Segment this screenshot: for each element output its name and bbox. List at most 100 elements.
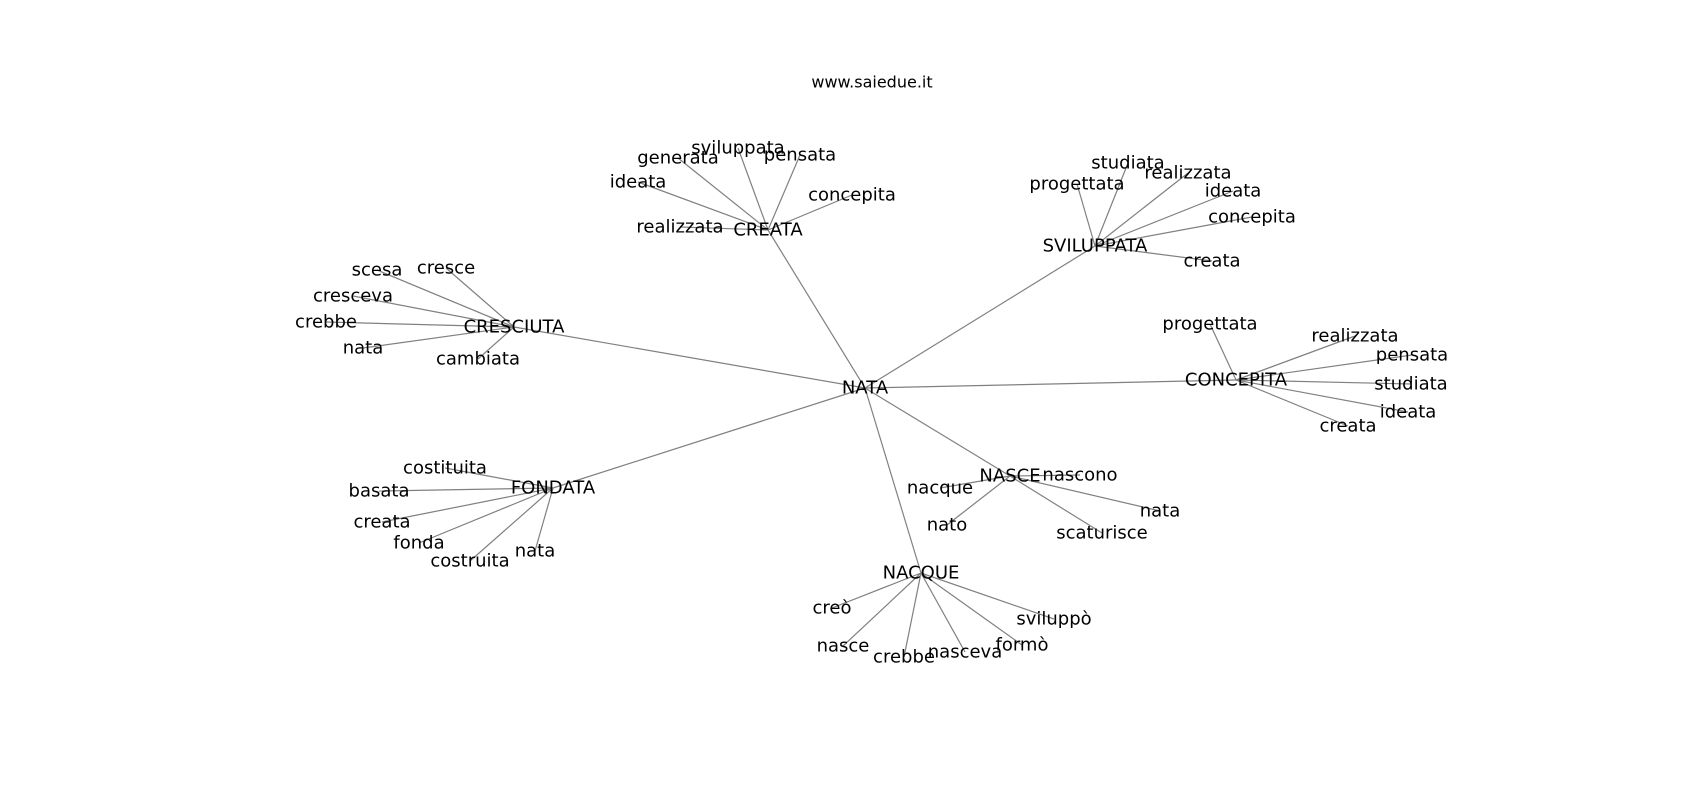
leaf-node: scaturisce bbox=[1056, 523, 1148, 544]
edge-concepita-3 bbox=[1235, 379, 1412, 385]
edge-nacque-5 bbox=[920, 572, 966, 653]
leaf-node: realizzata bbox=[1311, 326, 1398, 347]
leaf-node: concepita bbox=[1208, 207, 1296, 228]
leaf-node: creata bbox=[353, 512, 410, 533]
edge-fondata-5 bbox=[534, 487, 554, 552]
edge-nasce-0 bbox=[939, 475, 1011, 489]
edge-cresciuta-3 bbox=[325, 321, 515, 328]
hub-node-concepita: CONCEPITA bbox=[1185, 370, 1288, 391]
hub-node-fondata: FONDATA bbox=[511, 478, 596, 499]
leaf-node: pensata bbox=[764, 145, 836, 166]
edge-fondata-2 bbox=[381, 487, 554, 523]
leaf-node: concepita bbox=[808, 185, 896, 206]
edge-sviluppata-4 bbox=[1094, 216, 1253, 247]
leaf-node: nasceva bbox=[928, 642, 1002, 663]
edge-creata-1 bbox=[737, 147, 769, 231]
leaf-node: basata bbox=[349, 481, 410, 502]
edge-cresciuta-0 bbox=[376, 269, 515, 328]
graph-edges bbox=[325, 147, 1413, 658]
center-node: NATA bbox=[842, 378, 889, 399]
leaf-node: cambiata bbox=[436, 349, 520, 370]
leaf-node: nato bbox=[927, 515, 968, 536]
edge-creata-4 bbox=[767, 194, 853, 231]
leaf-node: nasce bbox=[817, 636, 870, 657]
leaf-node: realizzata bbox=[1144, 163, 1231, 184]
leaf-node: crebbe bbox=[873, 647, 935, 668]
leaf-node: nata bbox=[515, 541, 556, 562]
leaf-node: ideata bbox=[1205, 181, 1262, 202]
edge-nacque-0 bbox=[831, 572, 922, 609]
edge-center-sviluppata bbox=[864, 245, 1096, 389]
leaf-node: cresce bbox=[417, 258, 475, 279]
edge-concepita-1 bbox=[1235, 335, 1356, 381]
leaf-node: formò bbox=[996, 635, 1049, 656]
edge-sviluppata-0 bbox=[1094, 162, 1129, 247]
leaf-node: sviluppò bbox=[1016, 609, 1091, 630]
edge-fondata-4 bbox=[469, 487, 554, 562]
edge-nacque-4 bbox=[903, 572, 922, 658]
leaf-node: studiata bbox=[1091, 153, 1164, 174]
leaf-node: scesa bbox=[352, 260, 403, 281]
hub-node-nasce: NASCE bbox=[979, 466, 1040, 487]
edge-concepita-2 bbox=[1235, 354, 1413, 381]
leaf-node: sviluppata bbox=[691, 138, 784, 159]
leaf-node: nata bbox=[1140, 501, 1181, 522]
edge-nacque-3 bbox=[920, 572, 1023, 646]
edge-center-nasce bbox=[864, 387, 1011, 477]
edge-concepita-4 bbox=[1235, 379, 1409, 413]
leaf-node: generata bbox=[637, 148, 719, 169]
leaf-node: nacque bbox=[907, 478, 973, 499]
edge-concepita-0 bbox=[1209, 323, 1237, 381]
edge-fondata-3 bbox=[418, 487, 554, 544]
leaf-node: ideata bbox=[1380, 402, 1437, 423]
edge-creata-5 bbox=[679, 226, 769, 231]
edge-center-fondata bbox=[552, 387, 866, 489]
hub-node-nacque: NACQUE bbox=[883, 563, 960, 584]
edge-sviluppata-2 bbox=[1094, 172, 1189, 247]
edge-nasce-1 bbox=[1009, 474, 1081, 477]
leaf-node: studiata bbox=[1374, 374, 1447, 395]
edge-fondata-0 bbox=[444, 467, 554, 489]
edge-center-nacque bbox=[864, 387, 922, 574]
edge-cresciuta-1 bbox=[445, 267, 515, 328]
leaf-node: cresceva bbox=[313, 286, 393, 307]
leaf-node: creata bbox=[1319, 416, 1376, 437]
edge-cresciuta-2 bbox=[352, 295, 515, 328]
hub-node-cresciuta: CRESCIUTA bbox=[464, 317, 566, 338]
leaf-node: creata bbox=[1183, 251, 1240, 272]
hub-node-creata: CREATA bbox=[733, 220, 803, 241]
edge-creata-2 bbox=[767, 154, 801, 231]
site-title: www.saiedue.it bbox=[811, 73, 932, 92]
leaf-node: nata bbox=[343, 338, 384, 359]
leaf-node: nascono bbox=[1042, 465, 1117, 486]
leaf-node: costituita bbox=[403, 458, 487, 479]
leaf-node: pensata bbox=[1376, 345, 1448, 366]
edge-center-concepita bbox=[864, 379, 1237, 389]
edge-creata-0 bbox=[677, 157, 769, 231]
edge-cresciuta-5 bbox=[477, 326, 515, 360]
edge-nacque-2 bbox=[842, 572, 922, 647]
edge-nasce-3 bbox=[946, 475, 1011, 526]
edge-sviluppata-1 bbox=[1076, 183, 1096, 247]
edge-sviluppata-5 bbox=[1094, 245, 1213, 262]
leaf-node: realizzata bbox=[636, 217, 723, 238]
edge-sviluppata-3 bbox=[1094, 190, 1234, 247]
leaf-node: creò bbox=[813, 598, 852, 619]
leaf-node: progettata bbox=[1162, 314, 1257, 335]
edge-center-cresciuta bbox=[513, 326, 866, 389]
edge-cresciuta-4 bbox=[362, 326, 515, 349]
edge-nacque-1 bbox=[920, 572, 1055, 620]
edge-center-creata bbox=[767, 229, 866, 389]
edge-creata-3 bbox=[637, 181, 769, 231]
leaf-node: crebbe bbox=[295, 312, 357, 333]
edge-concepita-5 bbox=[1235, 379, 1349, 427]
leaf-node: ideata bbox=[610, 172, 667, 193]
graph-nodes: NATACREATAgeneratasviluppatapensataideat… bbox=[295, 138, 1448, 668]
edge-fondata-1 bbox=[378, 487, 554, 492]
leaf-node: costruita bbox=[430, 551, 509, 572]
edge-nasce-2 bbox=[1009, 475, 1161, 512]
hub-node-sviluppata: SVILUPPATA bbox=[1043, 236, 1148, 257]
edge-nasce-4 bbox=[1009, 475, 1103, 534]
leaf-node: fonda bbox=[393, 533, 444, 554]
